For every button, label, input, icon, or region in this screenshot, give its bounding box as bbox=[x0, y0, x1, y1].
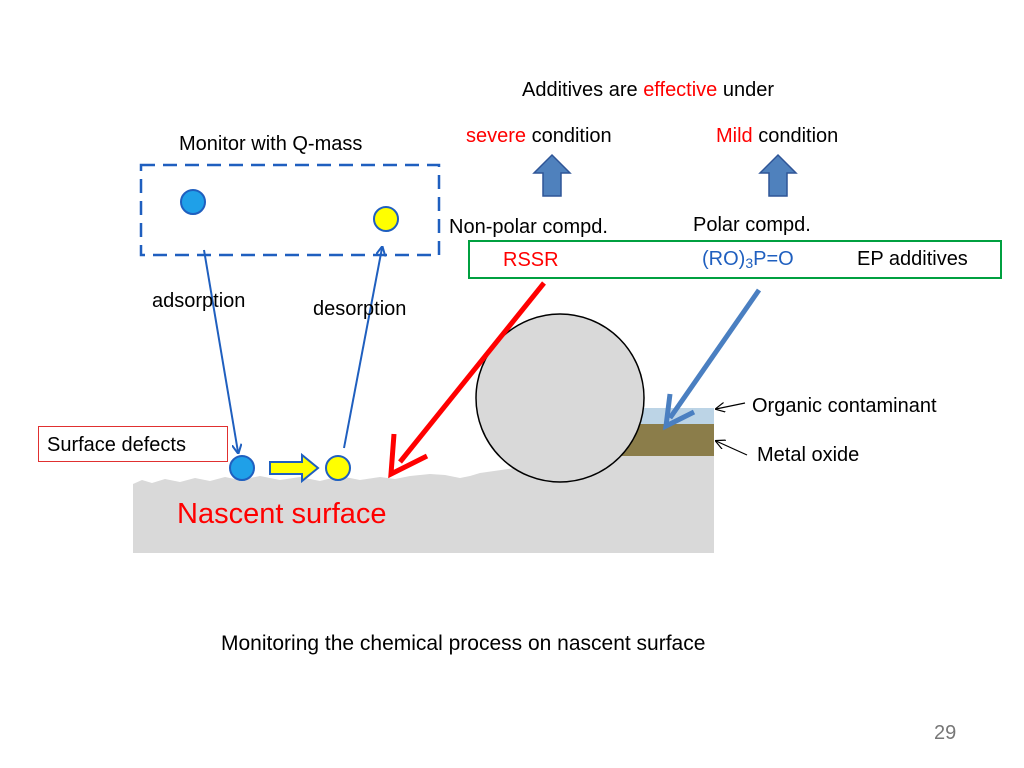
rssr-arrow-shaft bbox=[398, 281, 546, 464]
ro3po-label: (RO)3P=O bbox=[702, 247, 794, 271]
mild-rest: condition bbox=[752, 125, 839, 147]
blue-molecule-gas bbox=[180, 189, 206, 215]
transform-arrow bbox=[269, 452, 320, 484]
caption: Monitoring the chemical process on nasce… bbox=[221, 632, 706, 655]
blue-molecule-surface bbox=[229, 455, 255, 481]
ro3po-after: P=O bbox=[753, 248, 794, 270]
nascent-surface-label: Nascent surface bbox=[177, 498, 387, 530]
surface-defects-box: Surface defects bbox=[38, 426, 228, 462]
mild-condition-label: Mild condition bbox=[716, 124, 838, 148]
oxide-pointer bbox=[716, 441, 748, 456]
yellow-molecule-gas bbox=[373, 206, 399, 232]
header-line: Additives are effective under bbox=[522, 78, 774, 102]
adsorption-arrow bbox=[203, 249, 238, 452]
desorption-arrow bbox=[343, 248, 382, 449]
header-suffix: under bbox=[722, 79, 775, 101]
ep-additives-label: EP additives bbox=[857, 248, 968, 270]
rssr-arrow-head bbox=[388, 433, 429, 479]
up-arrow-mild bbox=[758, 153, 798, 197]
polar-label: Polar compd. bbox=[693, 214, 811, 236]
severe-condition-label: severe condition bbox=[466, 124, 612, 148]
organic-pointer bbox=[716, 403, 746, 409]
desorption-label: desorption bbox=[313, 298, 407, 320]
severe-emphasis: severe bbox=[466, 125, 527, 147]
mild-emphasis: Mild bbox=[716, 125, 753, 147]
additives-box bbox=[468, 240, 1002, 279]
organic-contaminant-label: Organic contaminant bbox=[752, 395, 937, 417]
ro3po-before: (RO) bbox=[702, 248, 746, 270]
surface-defects-label: Surface defects bbox=[47, 434, 186, 456]
up-arrow-severe bbox=[532, 153, 572, 197]
monitor-box bbox=[139, 163, 441, 257]
severe-rest: condition bbox=[526, 125, 612, 147]
ro3po-sub: 3 bbox=[745, 255, 754, 271]
header-prefix: Additives are bbox=[522, 79, 638, 101]
header-emphasis: effective bbox=[643, 79, 718, 101]
metal-oxide-label: Metal oxide bbox=[757, 444, 860, 466]
rssr-label: RSSR bbox=[503, 249, 559, 271]
ro3po-arrow-head bbox=[662, 393, 696, 431]
monitor-label: Monitor with Q-mass bbox=[179, 133, 363, 155]
adsorption-label: adsorption bbox=[152, 290, 246, 312]
nonpolar-label: Non-polar compd. bbox=[449, 216, 608, 238]
ball bbox=[475, 313, 645, 483]
page-number: 29 bbox=[934, 722, 957, 744]
yellow-molecule-surface bbox=[325, 455, 351, 481]
ro3po-arrow-shaft bbox=[667, 288, 762, 420]
